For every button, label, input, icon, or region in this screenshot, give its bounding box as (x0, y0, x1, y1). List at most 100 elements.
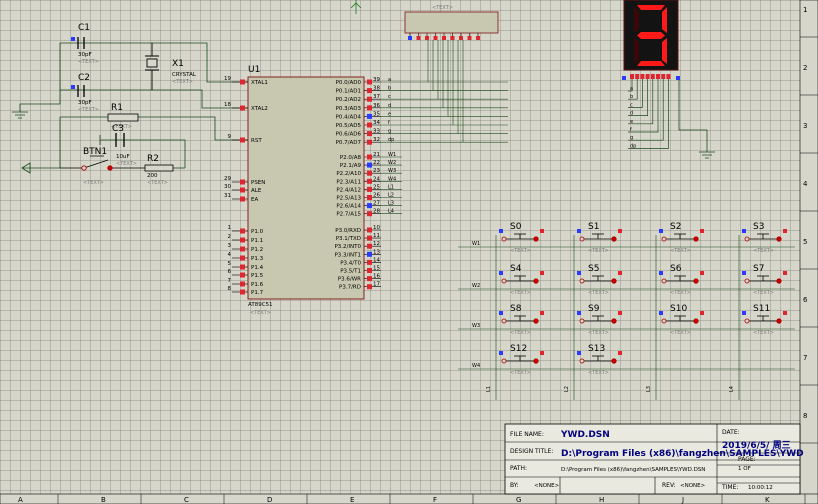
mcu-pin-name: P3.5/T1 (340, 269, 361, 275)
ground-icon (12, 111, 28, 119)
by-value: <NONE> (534, 483, 560, 489)
mcu-pin-name: P0.6/AD6 (336, 132, 362, 138)
display-net-label: f (630, 127, 632, 133)
keypad-switch[interactable]: S10<TEXT> (659, 304, 704, 336)
mcu-pin-number: 25 (373, 184, 380, 190)
capacitor-c1[interactable] (77, 37, 85, 49)
x1-value: CRYSTAL (172, 72, 197, 78)
mcu-pin-name: P0.2/AD2 (336, 97, 361, 103)
mcu-pin-number: 8 (228, 286, 232, 292)
keypad-switch[interactable]: S0<TEXT> (499, 222, 544, 254)
r1-text: <TEXT> (111, 124, 132, 130)
mcu-pin-name: P2.6/A14 (336, 204, 361, 210)
title-block: FILE NAME: YWD.DSN DESIGN TITLE: D:\Prog… (504, 423, 804, 495)
segment-b (662, 7, 667, 33)
ruler-col-label: F (433, 496, 437, 504)
capacitor-c2[interactable] (77, 85, 85, 97)
mcu-u1[interactable] (247, 76, 365, 300)
c1-value: 30pF (78, 52, 92, 58)
display-net-label: dp (630, 143, 636, 149)
crystal-x1[interactable] (146, 58, 158, 68)
file-name-value: YWD.DSN (560, 430, 610, 440)
ruler-col-label: A (18, 496, 23, 504)
keypad-switch[interactable]: S7<TEXT> (742, 264, 787, 296)
segment-d (637, 61, 665, 66)
mcu-net-label: L1 (388, 184, 394, 190)
mcu-pin-name: P1.6 (251, 282, 264, 288)
rev-label: REV: (662, 482, 676, 489)
r2-ref: R2 (147, 154, 159, 164)
button-btn1[interactable] (60, 155, 145, 169)
keypad-switch[interactable]: S4<TEXT> (499, 264, 544, 296)
keypad-row-net: W2 (472, 283, 480, 289)
switch-ref: S13 (588, 344, 605, 354)
mcu-net-label: b (388, 86, 391, 92)
switch-ref: S11 (753, 304, 770, 314)
ruler-col-label: K (765, 496, 770, 504)
switch-ref: S2 (670, 222, 681, 232)
keypad-switch[interactable]: S13<TEXT> (577, 344, 622, 376)
keypad-switch[interactable]: S8<TEXT> (499, 304, 544, 336)
keypad-switch[interactable]: S9 <TEXT> (577, 304, 622, 336)
mcu-pin-number: 35 (373, 111, 380, 117)
ruler-col-label: H (599, 496, 604, 504)
mcu-pin-number: 38 (373, 86, 380, 92)
keypad-switch[interactable]: S11<TEXT> (742, 304, 787, 336)
keypad-switch[interactable]: S1 <TEXT> (577, 222, 622, 254)
mcu-pin-name: P2.1/A9 (340, 163, 362, 169)
keypad-switch[interactable]: S6<TEXT> (659, 264, 704, 296)
display-net-label: d (630, 111, 633, 117)
mcu-pin-name: P3.2/INT0 (334, 244, 361, 250)
mcu-net-label: L4 (388, 209, 394, 215)
capacitor-c3[interactable] (115, 133, 125, 147)
switch-ref: S1 (588, 222, 599, 232)
mcu-pin-number: 9 (228, 134, 232, 140)
mcu-pin-name: RST (251, 138, 262, 144)
mcu-net-label: g (388, 129, 391, 135)
mcu-pin-name: P3.4/T0 (340, 260, 361, 266)
mcu-pin-number: 18 (224, 102, 231, 108)
switch-text: <TEXT> (510, 330, 531, 336)
mcu-pin-name: ALE (251, 188, 262, 194)
path-label: PATH: (510, 465, 527, 472)
mcu-pin-number: 21 (373, 152, 380, 158)
date-label: DATE: (722, 429, 740, 436)
c2-text: <TEXT> (78, 107, 99, 113)
switch-text: <TEXT> (510, 248, 531, 254)
mcu-pin-number: 15 (373, 266, 380, 272)
page-value: 1 OF (738, 466, 751, 472)
mcu-pin-name: P2.2/A10 (336, 171, 361, 177)
display-net-label: g (630, 135, 633, 141)
mcu-pin-name: PSEN (251, 180, 265, 186)
switch-text: <TEXT> (588, 330, 609, 336)
keypad-switch[interactable]: S3<TEXT> (742, 222, 787, 254)
ground-icon (678, 80, 715, 159)
keypad-switch[interactable]: S12<TEXT> (499, 344, 544, 376)
mcu-pin-number: 2 (228, 234, 232, 240)
mcu-net-label: W3 (388, 168, 396, 174)
mcu-pin-name: P2.7/A15 (336, 212, 361, 218)
ruler-col-label: B (101, 496, 106, 504)
ruler-col-label: E (350, 496, 354, 504)
switch-text: <TEXT> (588, 248, 609, 254)
keypad-col-net: L4 (729, 386, 735, 392)
segment-g (637, 32, 665, 39)
mcu-pin-number: 13 (373, 249, 380, 255)
mcu-pin-number: 34 (373, 120, 380, 126)
mcu-pin-number: 26 (373, 193, 380, 199)
ruler-row-label: 2 (803, 64, 807, 72)
c3-value: 10uF (116, 154, 130, 160)
resistor-r2[interactable] (144, 164, 174, 172)
keypad-switch[interactable]: S5<TEXT> (577, 264, 622, 296)
mcu-net-label: c (388, 94, 391, 100)
resistor-pack[interactable] (404, 11, 499, 34)
switch-ref: S7 (753, 264, 764, 274)
resistor-r1[interactable] (107, 113, 139, 122)
switch-ref: S9 (588, 304, 600, 314)
keypad-switch[interactable]: S2<TEXT> (659, 222, 704, 254)
time-label: TIME: (721, 484, 738, 491)
keypad-col-net: L2 (564, 386, 570, 392)
mcu-pin-number: 5 (228, 261, 232, 267)
